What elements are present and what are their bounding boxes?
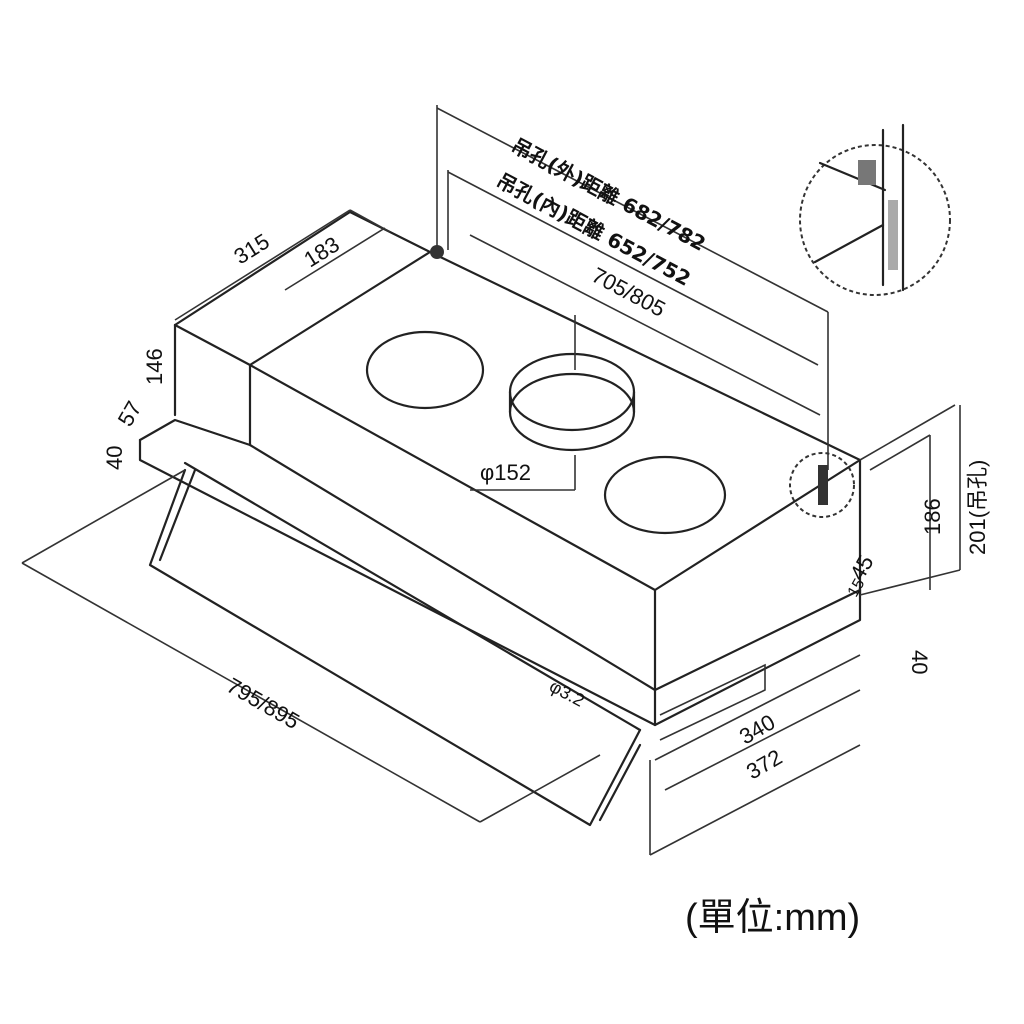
unit-label: (單位:mm) [685, 897, 860, 939]
label-lip-40-left: 40 [102, 446, 127, 470]
label-total-length: 795/895 [223, 673, 304, 734]
label-height-body: 146 [142, 348, 167, 385]
filter-circle-left [365, 330, 485, 410]
label-height-201: 201(吊孔) [965, 460, 990, 555]
label-hole: φ3.2 [546, 676, 588, 711]
label-dim-15: 15 [845, 576, 869, 600]
label-depth-372: 372 [742, 744, 786, 784]
label-offset-57: 57 [113, 397, 147, 431]
filter-circle-right [603, 455, 727, 535]
label-lip-40-right: 40 [907, 650, 932, 674]
rear-box [173, 210, 432, 417]
label-depth-total: 315 [229, 229, 273, 270]
dimension-lines [21, 105, 961, 856]
label-height-186: 186 [920, 498, 945, 535]
duct-collar [508, 352, 636, 452]
hanging-bracket-detail [430, 123, 951, 518]
lower-panel [138, 418, 862, 827]
upper-body [248, 250, 862, 692]
label-dim-45: 45 [845, 551, 879, 585]
label-duct-diameter: φ152 [480, 460, 531, 485]
